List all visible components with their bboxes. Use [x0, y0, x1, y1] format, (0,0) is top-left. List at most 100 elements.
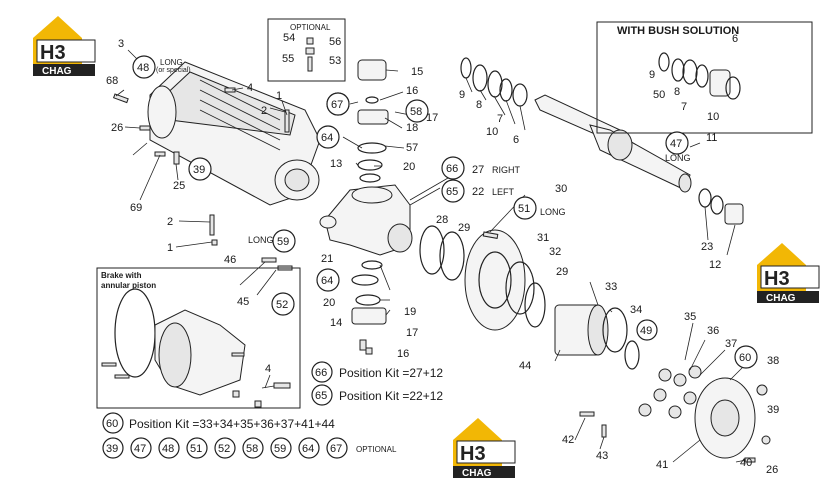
- callout-19: 19: [404, 306, 416, 318]
- circle-52: 52: [276, 299, 288, 311]
- callout-22: 22: [472, 186, 484, 198]
- callout-54: 54: [283, 32, 295, 44]
- callout-44: 44: [519, 360, 531, 372]
- callout-17-lower: 17: [406, 327, 418, 339]
- callout-1: 1: [276, 90, 282, 102]
- logo-sub: CHAG: [766, 293, 796, 304]
- callout-46: 46: [224, 254, 236, 266]
- circle-64-lower: 64: [321, 275, 333, 287]
- callout-40: 40: [740, 457, 752, 469]
- callout-3: 3: [118, 38, 124, 50]
- logo-bottom: H3 CHAG: [453, 418, 516, 479]
- callout-31: 31: [537, 232, 549, 244]
- callout-13: 13: [330, 158, 342, 170]
- callout-26-hub: 26: [766, 464, 778, 476]
- callout-17: 17: [426, 112, 438, 124]
- callout-2: 2: [261, 105, 267, 117]
- callout-30: 30: [555, 183, 567, 195]
- circle-51: 51: [518, 203, 530, 215]
- position-kit-60: Position Kit =33+34+35+36+37+41+44: [129, 417, 335, 431]
- callout-53: 53: [329, 55, 341, 67]
- callout-18: 18: [406, 122, 418, 134]
- optional-item: 52: [218, 443, 230, 455]
- circle-60: 60: [739, 352, 751, 364]
- callout-42: 42: [562, 434, 574, 446]
- callout-50: 50: [653, 89, 665, 101]
- callout-43: 43: [596, 450, 608, 462]
- leader-lines: [115, 49, 747, 463]
- callout-7: 7: [497, 113, 503, 125]
- callout-1-lower: 1: [167, 242, 173, 254]
- callout-15: 15: [411, 66, 423, 78]
- circle-64: 64: [321, 132, 333, 144]
- callout-4-brake: 4: [265, 363, 271, 375]
- circled-callouts: 48 39 67 58 64 66 65 47 51 59 64 52 49 6…: [132, 55, 758, 369]
- bush-box-title: WITH BUSH SOLUTION: [617, 25, 739, 37]
- kit-circle-66: 66: [315, 367, 327, 379]
- bolts-left: [112, 87, 290, 246]
- optional-list: 39 47 48 51 52 58 59 64 67 OPTIONAL: [102, 437, 397, 459]
- optional-box: [267, 18, 346, 82]
- right-label: RIGHT: [492, 165, 521, 175]
- logo-right: H3 CHAG: [757, 243, 820, 304]
- callout-6-bush: 6: [732, 33, 738, 45]
- optional-label: OPTIONAL: [356, 445, 397, 454]
- callout-26: 26: [111, 122, 123, 134]
- circle-47: 47: [670, 138, 682, 150]
- brake-box: [96, 267, 301, 409]
- callout-10-bush: 10: [707, 111, 719, 123]
- callout-4: 4: [247, 82, 253, 94]
- callout-45: 45: [237, 296, 249, 308]
- callout-21: 21: [321, 253, 333, 265]
- callout-14-lower: 14: [330, 317, 342, 329]
- circle-67: 67: [331, 99, 343, 111]
- optional-item: 48: [162, 443, 174, 455]
- drive-shaft: [460, 57, 744, 225]
- callout-56: 56: [329, 36, 341, 48]
- long-special-1: LONG: [160, 58, 183, 67]
- steering-knuckle: [319, 184, 413, 256]
- callout-36: 36: [707, 325, 719, 337]
- optional-item: 59: [274, 443, 286, 455]
- circle-58: 58: [410, 106, 422, 118]
- position-kit-65: Position Kit =22+12: [339, 389, 443, 403]
- cap-15: [357, 59, 387, 81]
- callout-69: 69: [130, 202, 142, 214]
- callout-numbers: 3 4 1 2 68 26 69 25 2 1 54 56 55 53 15 1…: [106, 32, 779, 476]
- position-kits: 66 Position Kit =27+12 65 Position Kit =…: [102, 361, 443, 434]
- callout-9-bush: 9: [649, 69, 655, 81]
- optional-item: 39: [106, 443, 118, 455]
- callout-38: 38: [767, 355, 779, 367]
- logo-top-left: H3 CHAG: [33, 16, 96, 77]
- callout-33: 33: [605, 281, 617, 293]
- callout-23: 23: [701, 241, 713, 253]
- callout-34: 34: [630, 304, 642, 316]
- callout-35: 35: [684, 311, 696, 323]
- callout-28: 28: [436, 214, 448, 226]
- brake-box-title-1: Brake with: [101, 271, 142, 280]
- callout-39-hub: 39: [767, 404, 779, 416]
- optional-item: 47: [134, 443, 146, 455]
- callout-20-lower: 20: [323, 297, 335, 309]
- callout-20: 20: [403, 161, 415, 173]
- callout-27: 27: [472, 164, 484, 176]
- callout-16-lower: 16: [397, 348, 409, 360]
- callout-2-lower: 2: [167, 216, 173, 228]
- callout-29: 29: [458, 222, 470, 234]
- optional-item: 58: [246, 443, 258, 455]
- callout-41: 41: [656, 459, 668, 471]
- callout-8: 8: [476, 99, 482, 111]
- left-label: LEFT: [492, 187, 515, 197]
- circle-59: 59: [277, 236, 289, 248]
- long-label-59: LONG: [248, 235, 274, 245]
- hub-assembly: [419, 225, 756, 459]
- callout-16: 16: [406, 85, 418, 97]
- kit-circle-65: 65: [315, 390, 327, 402]
- position-kit-66: Position Kit =27+12: [339, 366, 443, 380]
- callout-55: 55: [282, 53, 294, 65]
- optional-item: 64: [302, 443, 314, 455]
- bush-solution-box: [596, 21, 813, 134]
- logo-text: H3: [764, 268, 790, 290]
